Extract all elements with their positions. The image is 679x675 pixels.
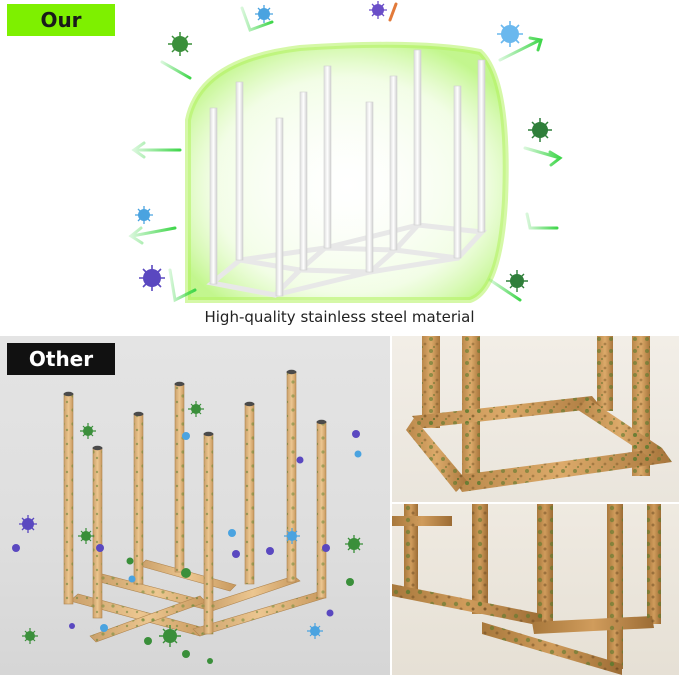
virus-icons (135, 1, 552, 292)
arrow-icon (240, 6, 274, 32)
wood-closeup-photo-2 (392, 504, 661, 675)
virus-icon (159, 625, 181, 647)
virus-icon (497, 21, 523, 47)
virus-icon (182, 650, 190, 658)
arrow-icon (160, 60, 192, 80)
virus-icon (322, 544, 330, 552)
virus-icon (128, 575, 136, 583)
virus-icon (22, 628, 38, 644)
virus-icon (345, 535, 363, 553)
wood-closeup-photo (406, 336, 672, 492)
mold-closeup-bottom (392, 504, 679, 675)
virus-icon (354, 450, 362, 458)
our-badge: Our (7, 4, 115, 36)
virus-icon (100, 624, 108, 632)
virus-icon (135, 206, 153, 224)
virus-icon (528, 118, 552, 142)
our-panel: Our High-quality stainless steel materia… (0, 0, 679, 336)
virus-icon (188, 401, 204, 417)
virus-icon (19, 515, 37, 533)
virus-icons (12, 401, 363, 664)
virus-icon (255, 5, 273, 23)
virus-icon (181, 568, 191, 578)
virus-icon (168, 32, 192, 56)
arrow-icon (498, 36, 543, 62)
virus-icon (12, 544, 20, 552)
virus-icon (80, 423, 96, 439)
virus-icon (144, 637, 152, 645)
virus-icon (96, 544, 104, 552)
virus-icon (346, 578, 354, 586)
virus-icon (369, 1, 387, 19)
arrow-icons (128, 2, 563, 303)
virus-icon (78, 528, 94, 544)
virus-icon (506, 270, 528, 292)
virus-icon (296, 456, 304, 464)
caption: High-quality stainless steel material (204, 308, 475, 326)
virus-icon (352, 430, 360, 438)
mold-closeup-top (392, 336, 679, 502)
virus-icon (232, 550, 240, 558)
steel-rack-illustration (128, 1, 563, 303)
virus-icon (326, 609, 334, 617)
virus-icon (207, 658, 213, 664)
virus-icon (284, 528, 300, 544)
arrow-icon (131, 141, 182, 159)
post-caps (63, 369, 327, 451)
virus-icon (307, 623, 323, 639)
arrow-icon (523, 146, 563, 167)
virus-icon (126, 557, 134, 565)
steel-poles (209, 49, 486, 297)
protective-shield (185, 41, 509, 303)
virus-icon (69, 623, 75, 629)
other-badge: Other (7, 343, 115, 375)
arrow-icon (168, 268, 197, 303)
wood-rack-illustration (12, 369, 363, 664)
arrow-icon (388, 2, 398, 22)
virus-icon (228, 529, 236, 537)
other-panel: Other (0, 336, 390, 675)
virus-icon (182, 432, 190, 440)
arrow-icon (488, 278, 522, 302)
arrow-icon (128, 226, 177, 245)
arrow-icon (525, 212, 559, 230)
virus-icon (266, 547, 274, 555)
virus-icon (139, 265, 165, 291)
